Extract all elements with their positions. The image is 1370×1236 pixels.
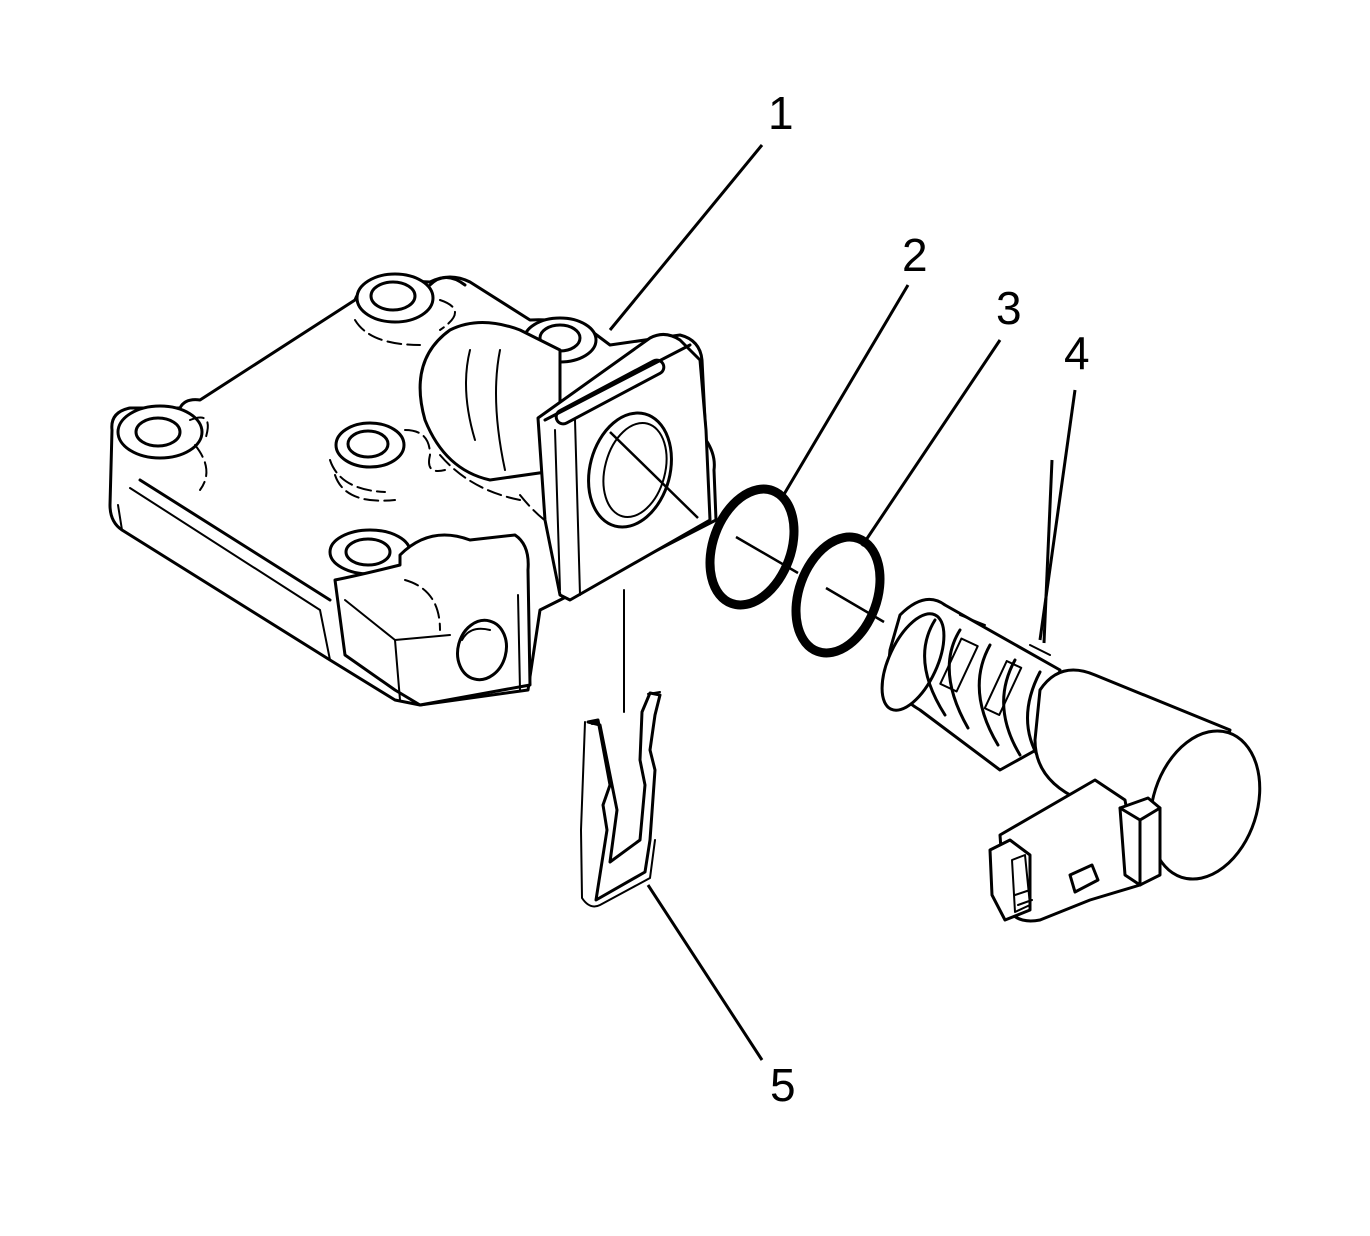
- leader-lines: [608, 144, 1077, 1061]
- callout-2: 2: [902, 229, 928, 281]
- callout-3: 3: [996, 282, 1022, 334]
- retaining-clip-part: [580, 589, 662, 908]
- solenoid-sensor-part: [880, 459, 1262, 923]
- housing-cover-part: [108, 272, 718, 707]
- callout-5: 5: [770, 1059, 796, 1111]
- o-ring-inner-part: [791, 532, 885, 658]
- callout-4: 4: [1064, 327, 1090, 379]
- o-ring-outer-part: [705, 484, 799, 610]
- callout-1: 1: [768, 87, 794, 139]
